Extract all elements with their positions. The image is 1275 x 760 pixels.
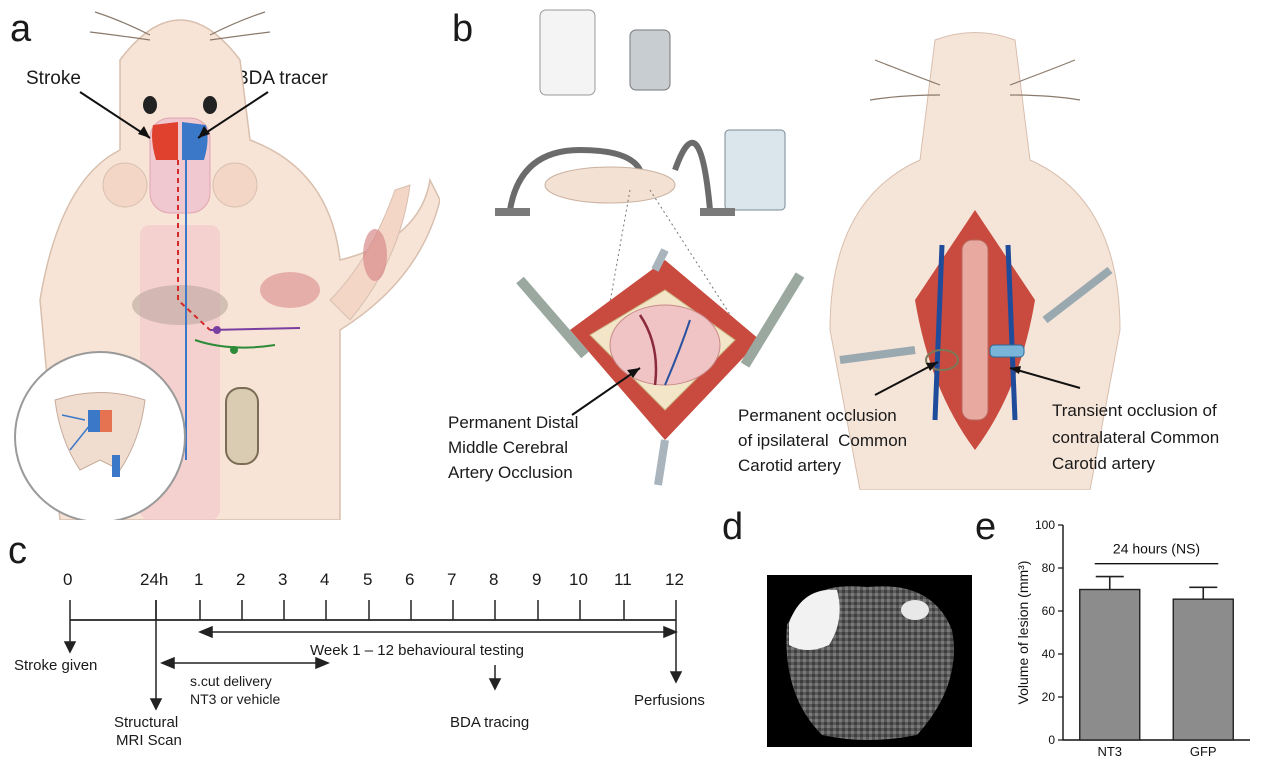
permanent-occlusion-line3: Carotid artery: [738, 455, 841, 477]
x-tick-label: NT3: [1097, 744, 1122, 759]
panel-d-letter: d: [722, 506, 743, 549]
y-tick-label: 60: [1042, 604, 1056, 618]
transient-occlusion-line2: contralateral Common: [1052, 427, 1219, 449]
tick-label-2: 2: [236, 569, 245, 591]
distal-mcao-line3: Artery Occlusion: [448, 462, 573, 484]
mri-label-line2: MRI Scan: [116, 730, 182, 752]
delivery-label-line2: NT3 or vehicle: [190, 688, 280, 710]
y-tick-label: 100: [1035, 518, 1055, 532]
permanent-occlusion-line2: of ipsilateral Common: [738, 430, 907, 452]
y-tick-label: 0: [1048, 733, 1055, 747]
mri-brain-image: [767, 575, 972, 747]
bda-tracing-label: BDA tracing: [450, 712, 529, 734]
tick-label-8: 8: [489, 569, 498, 591]
y-tick-label: 80: [1042, 561, 1056, 575]
stroke-given-label: Stroke given: [14, 655, 97, 677]
distal-mcao-line1: Permanent Distal: [448, 412, 578, 434]
panel-e-letter: e: [975, 506, 996, 549]
tick-label-24h: 24h: [140, 569, 168, 591]
tick-label-6: 6: [405, 569, 414, 591]
panel-b-arrows: [0, 0, 1275, 500]
tick-label-10: 10: [569, 569, 588, 591]
tick-label-9: 9: [532, 569, 541, 591]
tick-label-12: 12: [665, 569, 684, 591]
tick-label-4: 4: [320, 569, 329, 591]
y-tick-label: 40: [1042, 647, 1056, 661]
tick-label-3: 3: [278, 569, 287, 591]
timeline-ticks: [70, 600, 676, 620]
tick-label-11: 11: [614, 569, 632, 591]
significance-label: 24 hours (NS): [1113, 541, 1200, 557]
y-axis-label: Volume of lesion (mm³): [1015, 561, 1031, 705]
x-tick-label: GFP: [1190, 744, 1217, 759]
y-tick-label: 20: [1042, 690, 1056, 704]
bar-gfp: [1173, 599, 1233, 740]
permanent-occlusion-line1: Permanent occlusion: [738, 405, 897, 427]
tick-label-5: 5: [363, 569, 372, 591]
bar-nt3: [1080, 590, 1140, 741]
perfusions-label: Perfusions: [634, 690, 705, 712]
tick-label-0: 0: [63, 569, 72, 591]
mri-ventricle: [901, 600, 929, 620]
transient-occlusion-line3: Carotid artery: [1052, 453, 1155, 475]
tick-label-7: 7: [447, 569, 456, 591]
tick-label-1: 1: [194, 569, 203, 591]
distal-mcao-line2: Middle Cerebral: [448, 437, 568, 459]
testing-label: Week 1 – 12 behavioural testing: [310, 640, 524, 662]
transient-occlusion-line1: Transient occlusion of: [1052, 400, 1217, 422]
